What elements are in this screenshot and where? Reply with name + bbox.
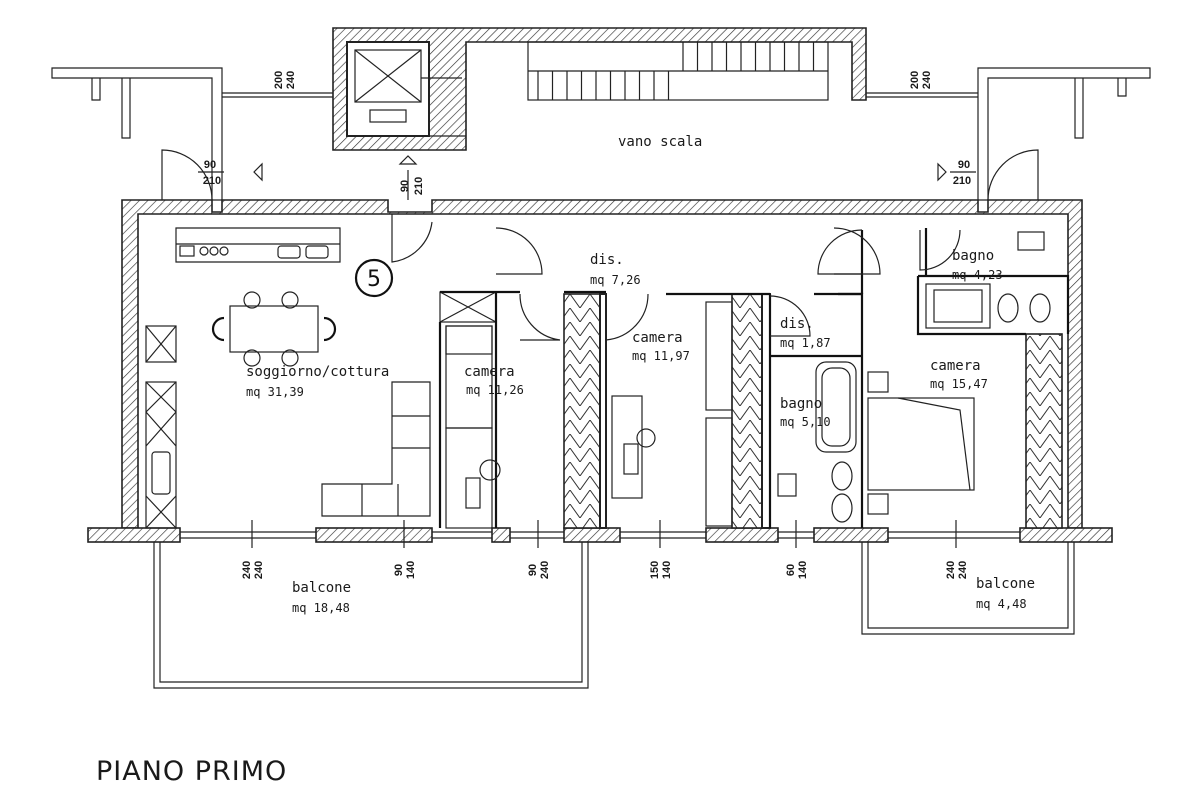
doors (161, 149, 1039, 341)
room-area: mq 1,87 (780, 336, 831, 350)
opening-width: 240 (241, 561, 253, 579)
elevator-shaft (346, 41, 430, 137)
dining-table (229, 305, 319, 353)
unit-badge: 5 (354, 258, 394, 298)
room-name: dis. (590, 252, 624, 268)
opening-height: 140 (797, 561, 809, 579)
room-name: balcone (976, 576, 1035, 592)
room-area: mq 4,23 (952, 268, 1003, 282)
staircase (527, 41, 829, 101)
opening-width: 200 (273, 71, 285, 89)
opening-height: 210 (203, 175, 221, 187)
room-name: camera (464, 364, 515, 380)
room-name: balcone (292, 580, 351, 596)
opening-width: 90 (527, 564, 539, 576)
opening-width: 240 (945, 561, 957, 579)
room-name: soggiorno/cottura (246, 364, 389, 380)
room-area: mq 7,26 (590, 273, 641, 287)
opening-height: 240 (285, 71, 297, 89)
wardrobe (731, 293, 763, 529)
opening-height: 210 (413, 177, 425, 195)
opening-height: 240 (921, 71, 933, 89)
room-area: mq 18,48 (292, 601, 350, 615)
room-name: dis. (780, 316, 814, 332)
opening-width: 150 (649, 561, 661, 579)
opening-width: 60 (785, 564, 797, 576)
room-labels: vano scala soggiorno/cottura mq 31,39 ca… (246, 134, 1035, 615)
room-name: bagno (952, 248, 994, 264)
room-area: mq 11,26 (466, 383, 524, 397)
double-bed (867, 397, 975, 491)
room-area: mq 15,47 (930, 377, 988, 391)
unit-number: 5 (367, 267, 381, 292)
opening-width: 200 (909, 71, 921, 89)
opening-width: 90 (958, 159, 970, 171)
stair-core (332, 27, 867, 151)
opening-height: 240 (957, 561, 969, 579)
opening-width: 90 (393, 564, 405, 576)
balconies (153, 542, 1075, 689)
wardrobe (563, 293, 601, 529)
opening-height: 240 (539, 561, 551, 579)
opening-height: 210 (953, 175, 971, 187)
bed-single (705, 301, 733, 411)
bathtub (815, 361, 857, 453)
opening-width: 90 (204, 159, 216, 171)
furniture (145, 231, 1051, 529)
floor-title: PIANO PRIMO (96, 756, 288, 787)
opening-height: 140 (405, 561, 417, 579)
opening-width: 90 (399, 180, 411, 192)
room-name: bagno (780, 396, 822, 412)
room-area: mq 4,48 (976, 597, 1027, 611)
opening-height: 140 (661, 561, 673, 579)
wardrobe (1025, 333, 1063, 529)
room-area: mq 11,97 (632, 349, 690, 363)
stair-hall-label: vano scala (618, 134, 702, 150)
room-area: mq 5,10 (780, 415, 831, 429)
apartment-walls (87, 199, 1113, 543)
room-name: camera (930, 358, 981, 374)
room-area: mq 31,39 (246, 385, 304, 399)
room-name: camera (632, 330, 683, 346)
opening-height: 240 (253, 561, 265, 579)
sofa (321, 381, 431, 517)
